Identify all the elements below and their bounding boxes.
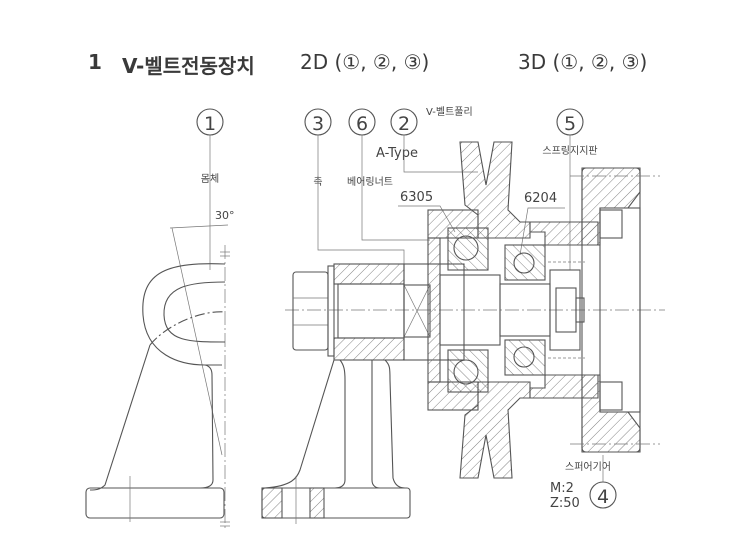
pulley-type: A-Type	[376, 146, 418, 161]
part-name-spur-gear: 스퍼어기어	[565, 461, 611, 473]
drawing-number: 1	[88, 50, 102, 74]
drawing-title: V-벨트전동장치	[122, 54, 255, 78]
gear-teeth: Z:50	[550, 496, 580, 511]
gear-module: M:2	[550, 481, 574, 496]
bearing-6305-label: 6305	[400, 190, 433, 205]
balloon-5-number: 5	[564, 113, 576, 135]
assembly-view: 3 축 6 베어링너트 2 V-벨트풀리 A-Type 6305 6204 5 …	[261, 106, 665, 524]
bearing-6204-label: 6204	[524, 191, 557, 206]
balloon-3-number: 3	[312, 113, 324, 135]
balloon-2-number: 2	[398, 113, 410, 135]
balloon-4-number: 4	[597, 486, 609, 508]
balloon-6-number: 6	[356, 113, 368, 135]
balloon-1-number: 1	[204, 113, 216, 135]
part-name-bearing-nut: 베어링너트	[347, 176, 393, 188]
angle-label: 30°	[215, 209, 235, 222]
part-name-body: 몸체	[201, 173, 219, 185]
body-view: 1 몸체 30°	[85, 108, 235, 530]
view-3d-label: 3D (①, ②, ③)	[518, 50, 648, 74]
part-name-pulley: V-벨트풀리	[426, 106, 473, 118]
view-2d-label: 2D (①, ②, ③)	[300, 50, 430, 74]
